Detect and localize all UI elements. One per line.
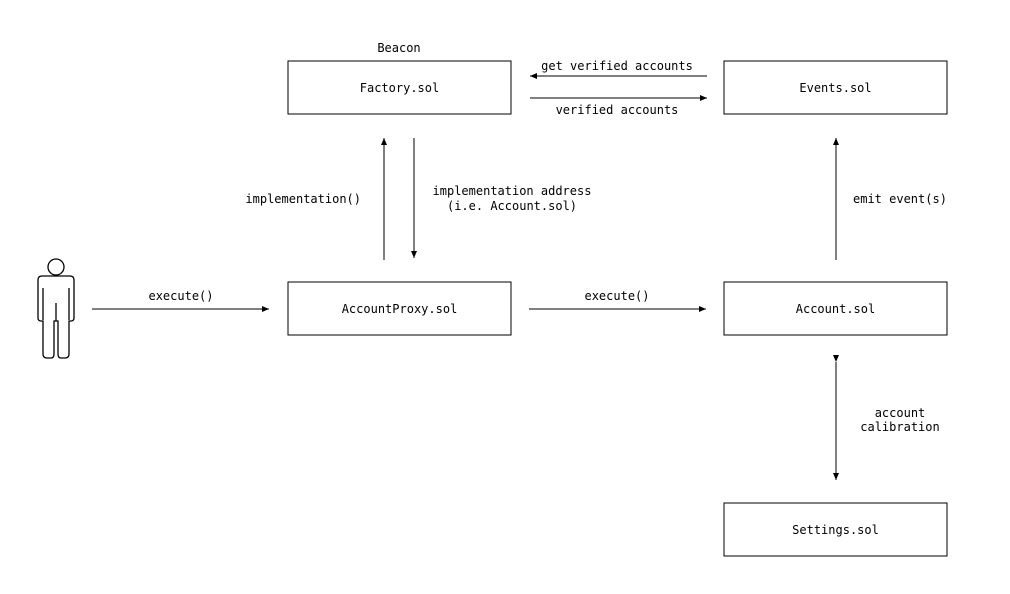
verified-accounts-label: verified accounts [556, 103, 679, 117]
factory-label: Factory.sol [360, 81, 439, 95]
user-head [47, 258, 65, 276]
account-label: Account.sol [796, 302, 875, 316]
settings-node: Settings.sol [723, 502, 948, 557]
beacon-label: Beacon [377, 41, 420, 55]
account-proxy-box [287, 281, 512, 336]
settings-box [723, 502, 948, 557]
account-proxy-label: AccountProxy.sol [342, 302, 458, 316]
implementation-address-label-line2: (i.e. Account.sol) [447, 199, 577, 213]
proxy-execute-label: execute() [584, 289, 649, 303]
events-label: Events.sol [799, 81, 871, 95]
settings-label: Settings.sol [792, 523, 879, 537]
user-icon [37, 258, 75, 359]
factory-box [287, 60, 512, 115]
events-box [723, 60, 948, 115]
account-proxy-node: AccountProxy.sol [287, 281, 512, 336]
factory-node: Factory.sol [287, 60, 512, 115]
emit-events-label: emit event(s) [853, 192, 947, 206]
account-calibration-label-line2: calibration [860, 420, 939, 434]
events-node: Events.sol [723, 60, 948, 115]
get-verified-accounts-label: get verified accounts [541, 59, 693, 73]
account-box [723, 281, 948, 336]
account-node: Account.sol [723, 281, 948, 336]
user-execute-label: execute() [148, 289, 213, 303]
account-calibration-label-line1: account [875, 406, 926, 420]
implementation-address-label-line1: implementation address [433, 184, 592, 198]
implementation-call-label: implementation() [245, 192, 361, 206]
